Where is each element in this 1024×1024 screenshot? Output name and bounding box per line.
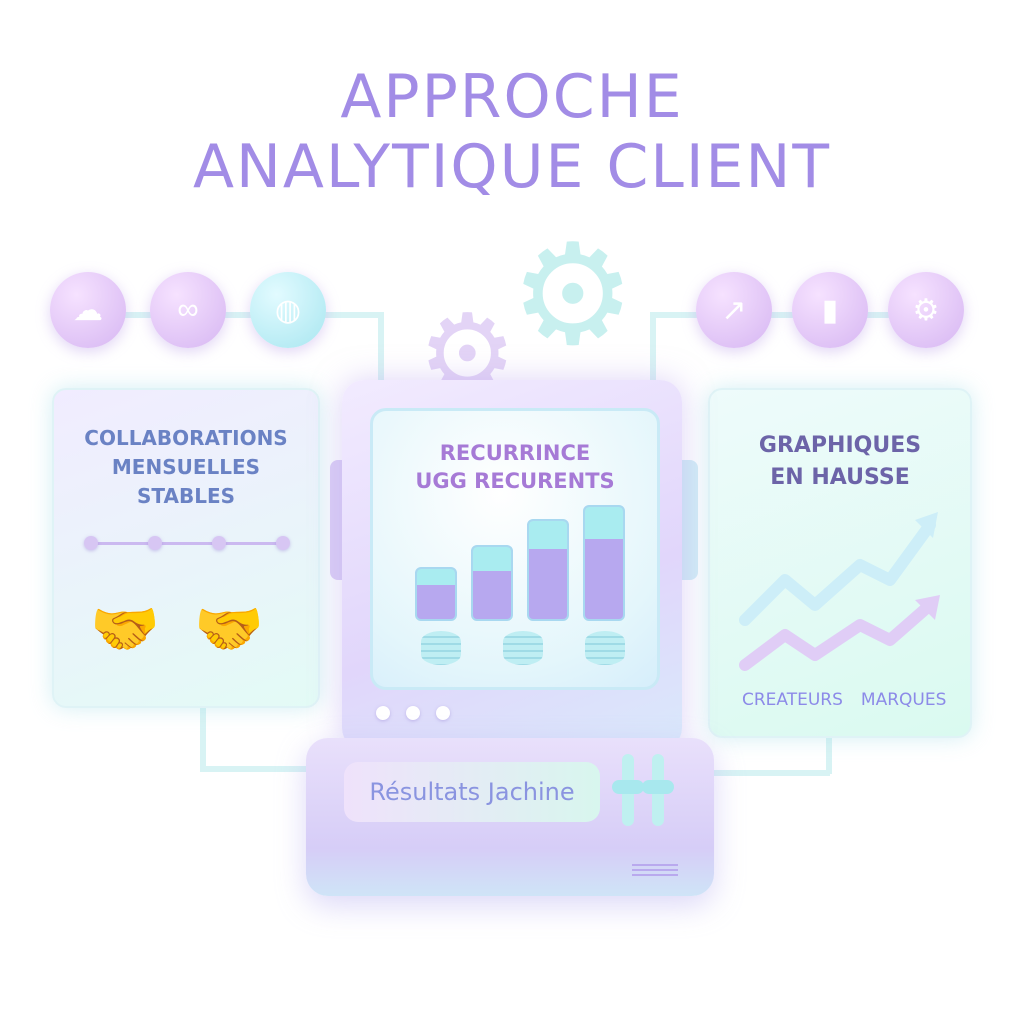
trend-arrows <box>739 512 940 671</box>
left-panel: COLLABORATIONS MENSUELLES STABLES 🤝 🤝 <box>52 388 320 708</box>
coin-stacks <box>421 631 625 665</box>
globe-icon: ◍ <box>250 272 326 348</box>
legend-brands: MARQUES <box>860 690 947 710</box>
left-panel-line: STABLES <box>136 484 236 508</box>
bar <box>415 567 457 621</box>
right-panel-line: GRAPHIQUES <box>758 433 922 458</box>
connector <box>200 766 330 772</box>
console-base: Résultats Jachine <box>306 738 714 896</box>
legend-creators: CREATEURS <box>742 690 843 710</box>
connector <box>826 730 832 774</box>
gear-icon: ⚙ <box>888 272 964 348</box>
handshake-icon: 🤝 <box>90 597 160 660</box>
slider-handle[interactable] <box>642 780 674 794</box>
bar <box>527 519 569 621</box>
results-label: Résultats Jachine <box>344 762 600 822</box>
handshake-icon: 🤝 <box>194 597 264 660</box>
right-panel: GRAPHIQUES EN HAUSSE CREATEURS MARQUES <box>708 388 972 738</box>
connector <box>200 700 206 770</box>
left-panel-line: COLLABORATIONS <box>84 426 288 450</box>
timeline-dots <box>84 536 290 550</box>
monitor-screen: RECURRINCE UGG RECURENTS <box>370 408 660 690</box>
connector <box>378 312 384 392</box>
trend-icon: ↗ <box>696 272 772 348</box>
screen-line: RECURRINCE <box>439 441 591 465</box>
connector <box>690 770 830 776</box>
monitor: RECURRINCE UGG RECURENTS <box>342 380 682 750</box>
bar <box>583 505 625 621</box>
left-panel-line: MENSUELLES <box>111 455 261 479</box>
title-line-1: APPROCHE <box>340 62 684 132</box>
coin-stack-icon <box>503 631 543 665</box>
connector <box>650 312 910 318</box>
creators-trend-arrow <box>739 519 936 626</box>
bar <box>471 545 513 621</box>
coin-stack-icon <box>585 631 625 665</box>
timeline <box>88 542 282 545</box>
slider-handle[interactable] <box>612 780 644 794</box>
bar-chart <box>415 501 625 621</box>
title-line-2: ANALYTIQUE CLIENT <box>192 132 831 202</box>
bar-chart-icon: ▮ <box>792 272 868 348</box>
link-icon: ∞ <box>150 272 226 348</box>
gear-icon: ⚙ <box>510 216 636 373</box>
vent-grille <box>632 864 678 878</box>
brands-trend-arrow <box>739 599 936 671</box>
coin-stack-icon <box>421 631 461 665</box>
right-panel-line: EN HAUSSE <box>770 465 910 490</box>
indicator-dots <box>376 706 450 720</box>
collaboration-icon: ☁ <box>50 272 126 348</box>
connector <box>650 312 656 392</box>
screen-line: UGG RECURENTS <box>415 469 615 493</box>
